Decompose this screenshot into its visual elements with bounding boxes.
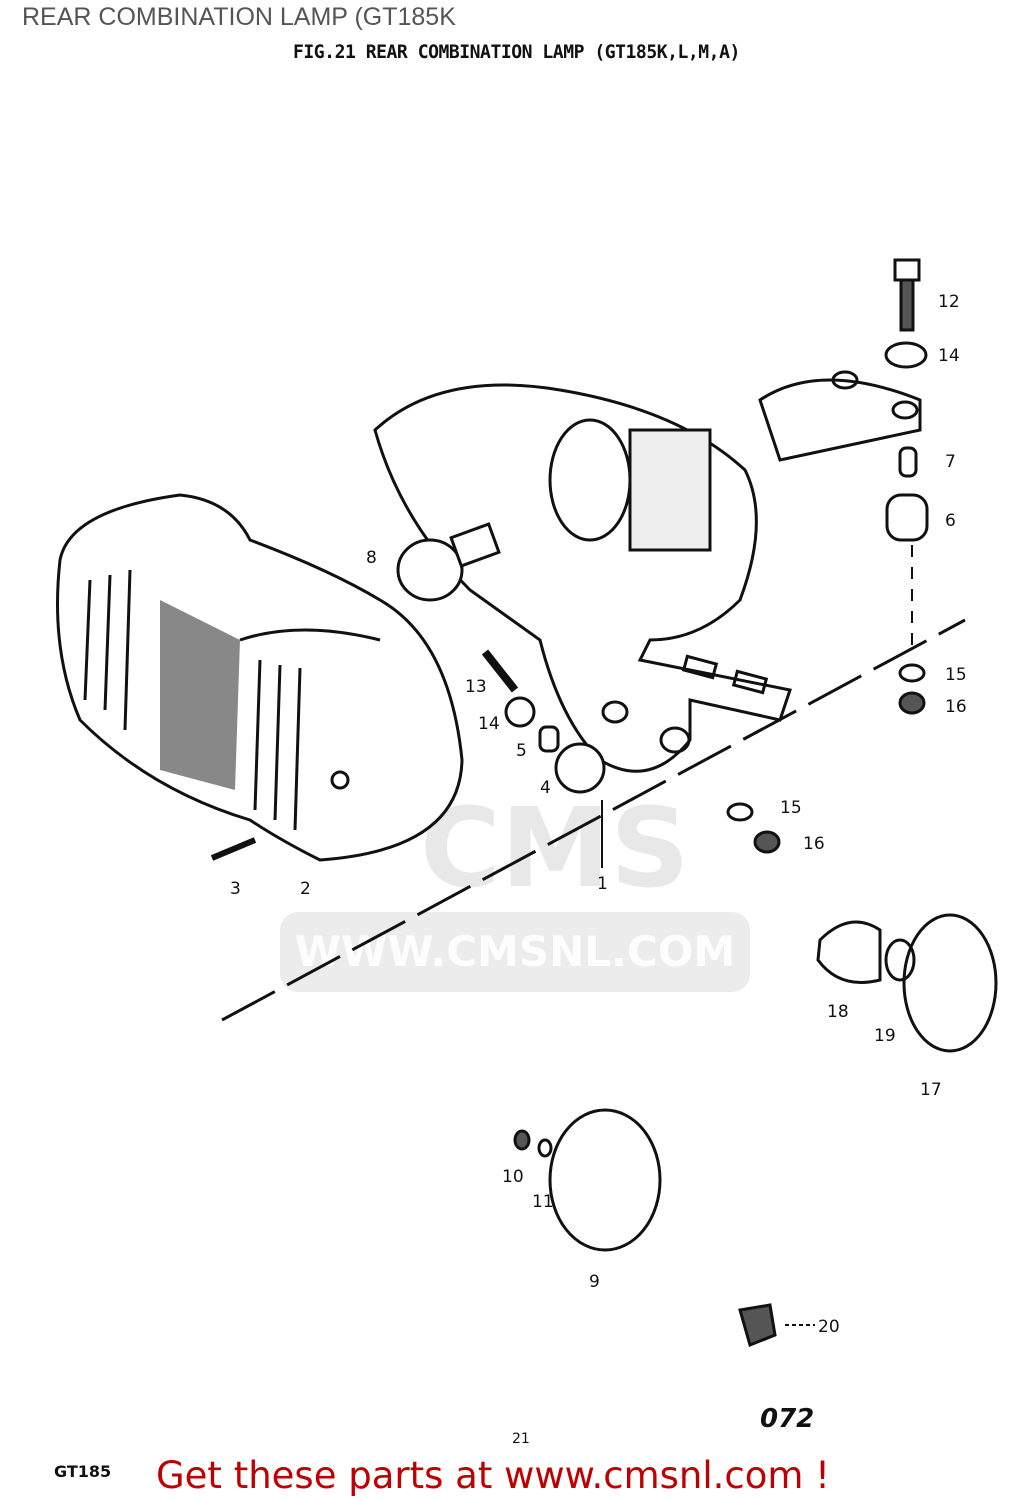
callout: 5: [516, 741, 527, 761]
watermark-url: WWW.CMSNL.COM: [280, 912, 750, 992]
clamp-part-20: [738, 1303, 777, 1348]
callout: 13: [465, 677, 487, 697]
page-number: 072: [760, 1404, 815, 1434]
bolt-part-12: [893, 258, 921, 332]
lamp-lens-part-2: [56, 493, 464, 862]
callout: 3: [230, 879, 241, 899]
cushion-part-6: [885, 493, 929, 542]
nut-part-10: [513, 1129, 531, 1151]
reflector-part-17: [902, 913, 998, 1053]
callout: 11: [532, 1192, 554, 1212]
figure-title: FIG.21 REAR COMBINATION LAMP (GT185K,L,M…: [293, 41, 740, 63]
bulb-part-8: [396, 538, 464, 602]
callout: 2: [300, 879, 311, 899]
callout: 17: [920, 1080, 942, 1100]
page-title: REAR COMBINATION LAMP (GT185K: [22, 3, 456, 31]
promo-link[interactable]: Get these parts at www.cmsnl.com !: [156, 1454, 831, 1497]
callout: 15: [780, 798, 802, 818]
callout: 8: [366, 548, 377, 568]
callout: 10: [502, 1167, 524, 1187]
screw-part-13: [481, 649, 519, 693]
callout: 4: [540, 778, 551, 798]
callout-labels: 12 14 7 6 8 13 14 5 4 15 16 15 16 1 3 2 …: [230, 292, 967, 1337]
washer-part-11: [537, 1138, 553, 1158]
nut-part-16: [898, 691, 926, 715]
reflector-part-9: [548, 1108, 662, 1252]
screw-part-3: [210, 837, 257, 861]
callout: 19: [874, 1026, 896, 1046]
washer-part-15b: [726, 802, 754, 822]
callout: 15: [945, 665, 967, 685]
callout: 16: [803, 834, 825, 854]
collar-part-7: [898, 446, 918, 478]
callout: 18: [827, 1002, 849, 1022]
callout: 1: [597, 874, 608, 894]
callout: 14: [478, 714, 500, 734]
reference-line: [221, 618, 966, 1022]
callout: 6: [945, 511, 956, 531]
nut-part-16b: [753, 830, 781, 854]
footer-sub-number: 21: [512, 1431, 530, 1447]
watermark-logo: CMS: [420, 784, 690, 912]
footer-model: GT185: [54, 1462, 112, 1481]
cushion-part-4: [554, 742, 606, 794]
callout: 16: [945, 697, 967, 717]
gasket-part-19: [884, 938, 916, 982]
callout: 7: [945, 452, 956, 472]
washer-part-14b: [504, 696, 536, 728]
callout: 14: [938, 346, 960, 366]
callout: 20: [818, 1317, 840, 1337]
collar-part-5: [538, 725, 560, 753]
washer-part-14: [884, 341, 928, 369]
washer-part-15: [898, 663, 926, 683]
callout: 12: [938, 292, 960, 312]
callout: 9: [589, 1272, 600, 1292]
holder-part-18: [816, 920, 882, 984]
lamp-base-part-1: [373, 370, 922, 773]
